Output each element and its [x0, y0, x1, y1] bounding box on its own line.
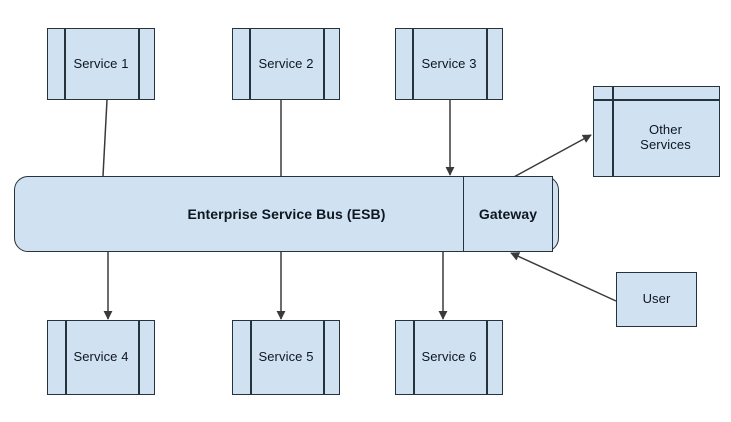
component-bar-right — [138, 29, 140, 99]
node-label: Service 1 — [73, 55, 129, 71]
edge-gateway-other-services — [511, 134, 592, 179]
node-service-6[interactable]: Service 6 — [395, 320, 503, 395]
node-other-services[interactable]: Other Services — [593, 86, 720, 177]
component-bar-right — [486, 29, 488, 99]
edge-user-gateway — [510, 252, 617, 302]
node-gateway[interactable]: Gateway — [463, 176, 553, 252]
node-service-1[interactable]: Service 1 — [47, 28, 155, 100]
node-service-3[interactable]: Service 3 — [395, 28, 503, 100]
component-bar-right — [486, 321, 488, 394]
component-bar-right — [138, 321, 140, 394]
node-label: Service 4 — [73, 349, 129, 365]
component-bar-left — [65, 321, 67, 394]
component-bar-top — [594, 99, 719, 101]
node-user[interactable]: User — [616, 272, 697, 327]
component-bar-right — [323, 29, 325, 99]
component-bar-left — [250, 321, 252, 394]
component-bar-left — [64, 29, 66, 99]
node-label: Service 5 — [258, 349, 314, 365]
node-service-4[interactable]: Service 4 — [47, 320, 155, 395]
node-label: Service 2 — [258, 55, 314, 71]
node-label: Other Services — [640, 121, 691, 152]
node-label: Gateway — [478, 205, 538, 222]
node-service-5[interactable]: Service 5 — [232, 320, 340, 395]
node-label: User — [642, 291, 671, 307]
component-bar-left — [249, 29, 251, 99]
component-bar-left — [412, 29, 414, 99]
component-bar-left — [612, 87, 614, 176]
edge-service1-esb — [102, 99, 108, 177]
component-bar-left — [413, 321, 415, 394]
component-bar-right — [323, 321, 325, 394]
node-label: Service 6 — [421, 349, 477, 365]
node-service-2[interactable]: Service 2 — [232, 28, 340, 100]
node-label: Service 3 — [421, 55, 477, 71]
node-label: Enterprise Service Bus (ESB) — [187, 205, 386, 222]
